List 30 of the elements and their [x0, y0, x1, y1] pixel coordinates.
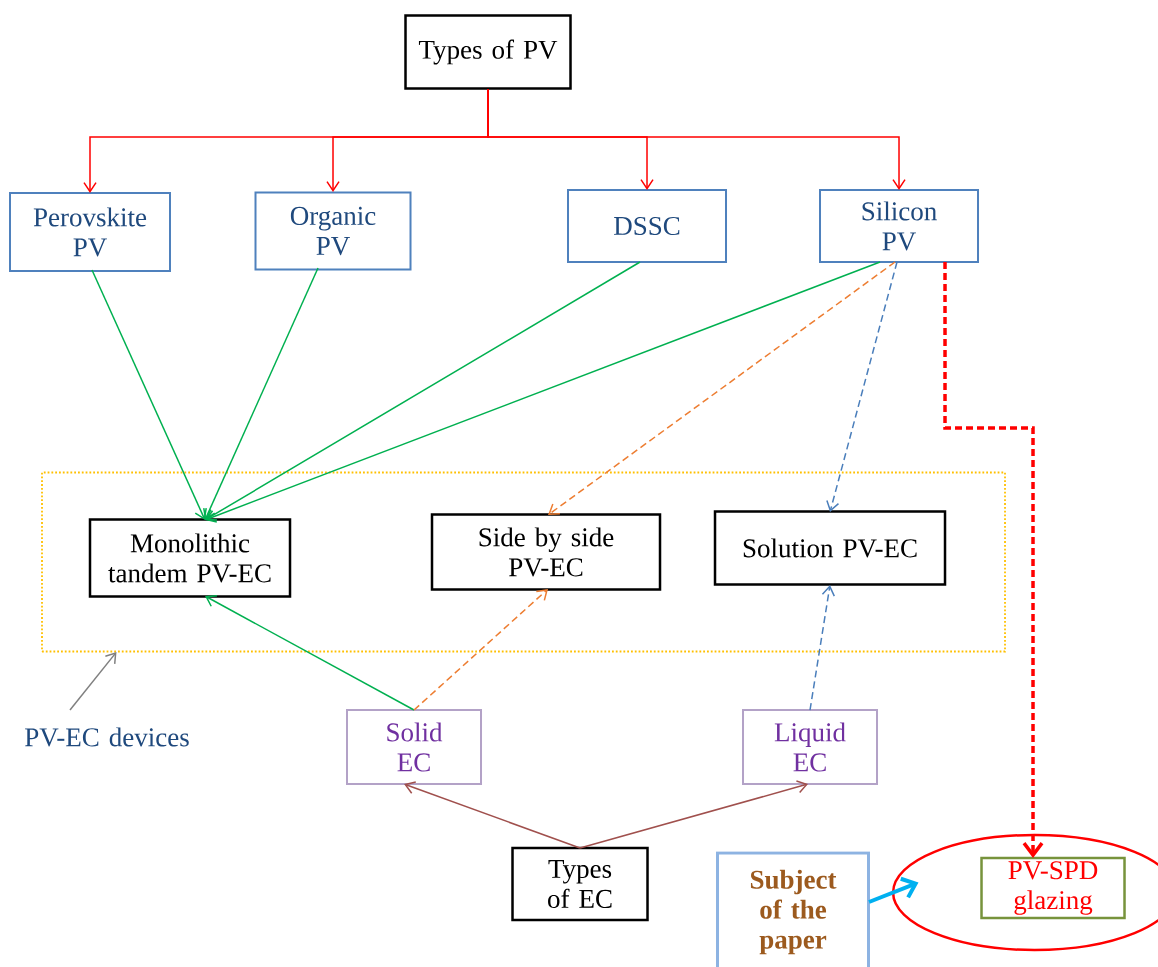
process-box: Types of EC	[511, 846, 649, 922]
process-box: Liquid EC	[742, 709, 878, 785]
arrow	[91, 269, 207, 520]
note-box: Subject of the paper	[716, 851, 870, 967]
process-box: Solid EC	[346, 709, 482, 785]
process-box: DSSC	[567, 189, 727, 263]
process-box: Organic PV	[254, 191, 412, 271]
arrow	[404, 781, 581, 849]
arrow	[203, 267, 319, 520]
arrow	[69, 652, 117, 711]
group-frame	[41, 471, 1006, 653]
arrow	[579, 780, 808, 849]
process-box: Perovskite PV	[9, 192, 171, 272]
arrow	[943, 262, 1044, 858]
process-box: Solution PV-EC	[713, 510, 947, 586]
arrow	[868, 876, 919, 904]
arrow	[826, 261, 898, 512]
arrow	[205, 261, 641, 521]
process-box: Side by side PV-EC	[430, 513, 662, 591]
process-box: Silicon PV	[819, 189, 979, 263]
arrow	[205, 261, 881, 523]
process-box: Monolithic tandem PV-EC	[88, 518, 292, 598]
arrow	[487, 88, 906, 190]
process-box: Types of PV	[404, 14, 572, 90]
process-box: PV-SPD glazing	[980, 856, 1126, 920]
arrow	[205, 594, 415, 711]
group-label: PV-EC devices	[25, 727, 189, 747]
arrow	[809, 585, 836, 711]
arrow	[548, 261, 896, 515]
arrow	[413, 589, 548, 711]
